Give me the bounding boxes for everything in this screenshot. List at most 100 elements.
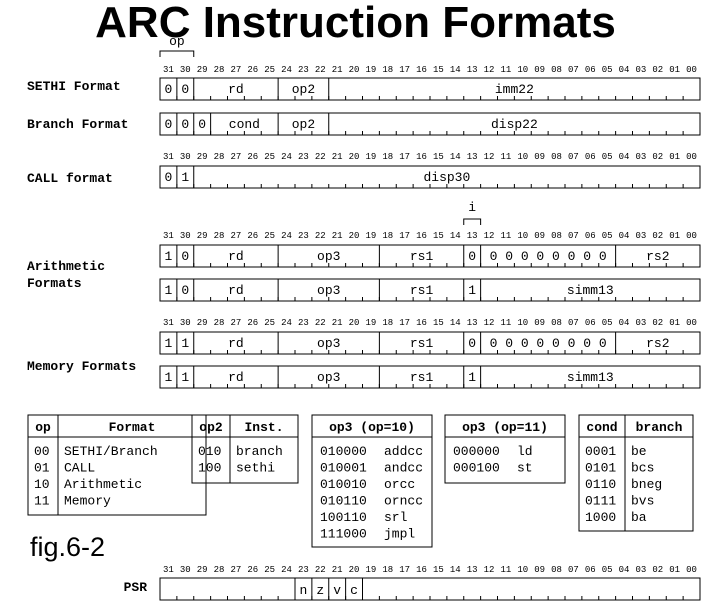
op3-mem-cell: st	[517, 461, 533, 476]
row2-bit-12: 12	[484, 152, 495, 162]
arithmetic-immediate-field: rs1	[410, 283, 434, 298]
row1-bit-27: 27	[231, 65, 242, 75]
row2-bit-19: 19	[366, 152, 377, 162]
op3-arith-cell: srl	[384, 510, 408, 525]
psr-bit-29: 29	[197, 565, 208, 575]
row1-bit-30: 30	[180, 65, 191, 75]
op-cell: 01	[34, 461, 50, 476]
row2-bit-17: 17	[399, 152, 410, 162]
arithmetic-formats-label: Formats	[27, 276, 82, 291]
row1-bit-00: 00	[686, 65, 697, 75]
call-field: 1	[181, 170, 189, 185]
row4-bit-14: 14	[450, 318, 461, 328]
branch-field: disp22	[491, 117, 538, 132]
arithmetic-immediate-field: rd	[228, 283, 244, 298]
row3-bit-04: 04	[619, 231, 630, 241]
row1-bit-04: 04	[619, 65, 630, 75]
row2-bit-15: 15	[433, 152, 444, 162]
row2-bit-20: 20	[349, 152, 360, 162]
op-header: Format	[109, 420, 156, 435]
row1-bit-28: 28	[214, 65, 225, 75]
cond-cell: 1000	[585, 510, 616, 525]
row3-bit-30: 30	[180, 231, 191, 241]
op3-arith-table	[311, 414, 433, 548]
row2-bit-22: 22	[315, 152, 326, 162]
row2-bit-05: 05	[602, 152, 613, 162]
memory-immediate-field: rd	[228, 370, 244, 385]
row4-bit-20: 20	[349, 318, 360, 328]
cond-cell: ba	[631, 510, 647, 525]
op-bracket	[159, 50, 195, 57]
memory-register-field: 0	[468, 336, 476, 351]
branch-field: op2	[292, 117, 315, 132]
psr-bit-03: 03	[636, 565, 647, 575]
row4-bit-30: 30	[180, 318, 191, 328]
cond-cell: 0101	[585, 461, 616, 476]
row1-bit-11: 11	[501, 65, 512, 75]
row1-bit-22: 22	[315, 65, 326, 75]
row2-bit-02: 02	[652, 152, 663, 162]
op2-cell: branch	[236, 444, 283, 459]
psr-bit-22: 22	[315, 565, 326, 575]
row3-bit-06: 06	[585, 231, 596, 241]
row3-bit-25: 25	[264, 231, 275, 241]
row4-bit-31: 31	[163, 318, 174, 328]
sethi-field: rd	[228, 82, 244, 97]
op2-header: op2	[199, 420, 223, 435]
psr-bit-17: 17	[399, 565, 410, 575]
op3-arith-cell: addcc	[384, 444, 423, 459]
psr-bit-02: 02	[652, 565, 663, 575]
memory-immediate-field: 1	[468, 370, 476, 385]
psr-bit-12: 12	[484, 565, 495, 575]
psr-flag-z: z	[316, 583, 324, 598]
row1-bit-19: 19	[366, 65, 377, 75]
row3-bit-01: 01	[669, 231, 680, 241]
row3-bit-23: 23	[298, 231, 309, 241]
row3-bit-15: 15	[433, 231, 444, 241]
cond-header: cond	[586, 420, 617, 435]
row3-bit-13: 13	[467, 231, 478, 241]
row4-bit-16: 16	[416, 318, 427, 328]
psr-bit-04: 04	[619, 565, 630, 575]
psr-bit-18: 18	[382, 565, 393, 575]
cond-cell: 0001	[585, 444, 616, 459]
row1-bit-16: 16	[416, 65, 427, 75]
arithmetic-register-field: rs2	[646, 249, 669, 264]
op3-arith-cell: jmpl	[384, 527, 415, 542]
row2-bit-21: 21	[332, 152, 343, 162]
row3-bit-22: 22	[315, 231, 326, 241]
row4-bit-29: 29	[197, 318, 208, 328]
op3-mem-header: op3 (op=11)	[462, 420, 548, 435]
arithmetic-immediate-field: 1	[468, 283, 476, 298]
cond-header: branch	[636, 420, 683, 435]
row4-bit-25: 25	[264, 318, 275, 328]
row1-bit-10: 10	[517, 65, 528, 75]
row3-bit-08: 08	[551, 231, 562, 241]
row2-bit-29: 29	[197, 152, 208, 162]
cond-cell: 0110	[585, 477, 616, 492]
psr-bit-30: 30	[180, 565, 191, 575]
row2-bit-23: 23	[298, 152, 309, 162]
sethi-format-label: SETHI Format	[27, 79, 121, 94]
row4-bit-11: 11	[501, 318, 512, 328]
row3-bit-02: 02	[652, 231, 663, 241]
row1-bit-23: 23	[298, 65, 309, 75]
row4-bit-24: 24	[281, 318, 292, 328]
row2-bit-09: 09	[534, 152, 545, 162]
row3-bit-07: 07	[568, 231, 579, 241]
row2-bit-13: 13	[467, 152, 478, 162]
call-field: disp30	[423, 170, 470, 185]
row1-bit-05: 05	[602, 65, 613, 75]
op3-arith-cell: andcc	[384, 461, 423, 476]
row2-bit-03: 03	[636, 152, 647, 162]
op3-arith-cell: 010110	[320, 494, 367, 509]
memory-register-field: 0 0 0 0 0 0 0 0	[490, 336, 607, 351]
op-marker-label: op	[169, 34, 185, 49]
psr-bit-00: 00	[686, 565, 697, 575]
psr-flag-n: n	[300, 583, 308, 598]
row4-bit-13: 13	[467, 318, 478, 328]
row3-bit-16: 16	[416, 231, 427, 241]
row3-bit-21: 21	[332, 231, 343, 241]
row1-bit-25: 25	[264, 65, 275, 75]
psr-flag-v: v	[333, 583, 341, 598]
